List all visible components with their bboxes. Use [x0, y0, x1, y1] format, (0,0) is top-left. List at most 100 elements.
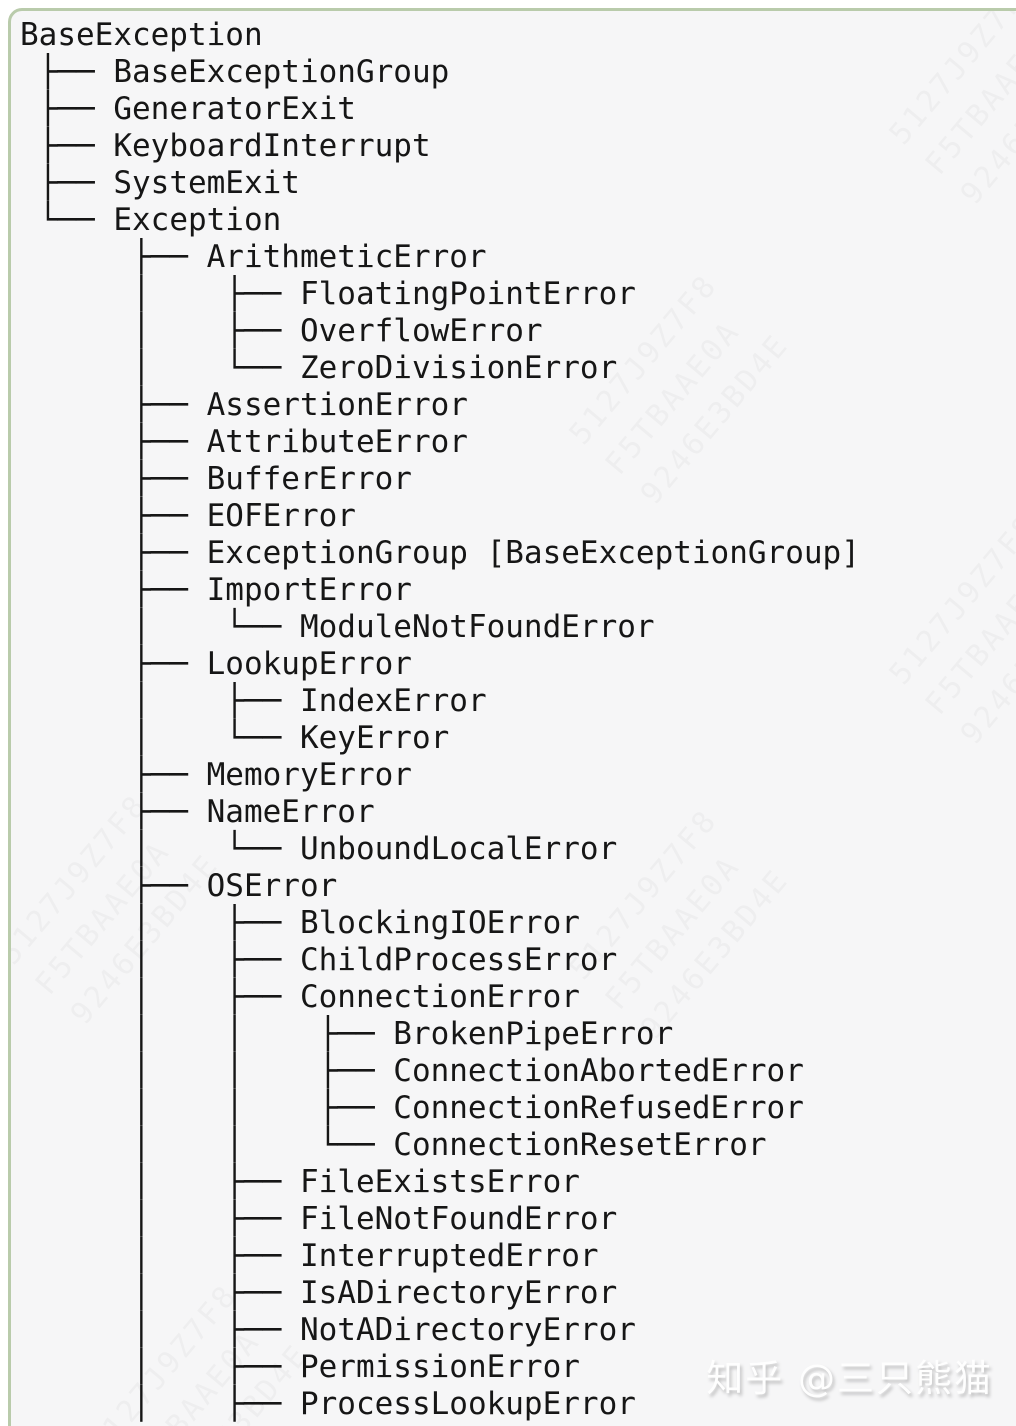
exception-name: ConnectionResetError: [393, 1127, 767, 1163]
tree-branch-prefix: ├──: [20, 424, 207, 460]
exception-name: BaseExceptionGroup: [113, 54, 450, 90]
tree-branch-prefix: │ ├──: [20, 942, 300, 978]
tree-branch-prefix: ├──: [20, 461, 207, 497]
tree-branch-prefix: │ │ ├──: [20, 1053, 394, 1089]
tree-row: ├── NameError: [20, 794, 1016, 831]
tree-branch-prefix: ├──: [20, 535, 207, 571]
exception-name: AssertionError: [206, 387, 468, 423]
tree-row: ├── ExceptionGroup [BaseExceptionGroup]: [20, 535, 1016, 572]
tree-row: ├── LookupError: [20, 646, 1016, 683]
tree-branch-prefix: │ ├──: [20, 1164, 300, 1200]
exception-name: FloatingPointError: [299, 276, 636, 312]
tree-branch-prefix: │ ├──: [20, 1349, 300, 1385]
tree-row: │ ├── IndexError: [20, 683, 1016, 720]
exception-name: InterruptedError: [299, 1238, 599, 1274]
exception-name: ExceptionGroup [BaseExceptionGroup]: [206, 535, 860, 571]
exception-name: AttributeError: [206, 424, 468, 460]
exception-name: ConnectionError: [299, 979, 580, 1015]
tree-branch-prefix: ├──: [20, 572, 207, 608]
exception-name: BufferError: [206, 461, 412, 497]
exception-name: ProcessLookupError: [299, 1386, 636, 1422]
tree-branch-prefix: │ │ └──: [20, 1127, 394, 1163]
tree-branch-prefix: │ │ ├──: [20, 1016, 394, 1052]
tree-branch-prefix: │ └──: [20, 720, 300, 756]
tree-branch-prefix: ├──: [20, 128, 114, 164]
exception-name: MemoryError: [206, 757, 412, 793]
tree-row: │ ├── NotADirectoryError: [20, 1312, 1016, 1349]
tree-row: BaseException: [20, 17, 1016, 54]
tree-branch-prefix: ├──: [20, 387, 207, 423]
tree-row: │ └── ModuleNotFoundError: [20, 609, 1016, 646]
tree-branch-prefix: │ └──: [20, 831, 300, 867]
tree-row: │ ├── FloatingPointError: [20, 276, 1016, 313]
tree-row: │ └── UnboundLocalError: [20, 831, 1016, 868]
tree-branch-prefix: │ ├──: [20, 1201, 300, 1237]
tree-row: │ ├── InterruptedError: [20, 1238, 1016, 1275]
tree-row: │ ├── IsADirectoryError: [20, 1275, 1016, 1312]
tree-row: │ │ └── ConnectionResetError: [20, 1127, 1016, 1164]
exception-name: OSError: [206, 868, 338, 904]
exception-name: ModuleNotFoundError: [299, 609, 655, 645]
exception-name: BlockingIOError: [299, 905, 580, 941]
tree-row: │ ├── BlockingIOError: [20, 905, 1016, 942]
exception-name: ZeroDivisionError: [299, 350, 618, 386]
exception-name: EOFError: [206, 498, 356, 534]
tree-branch-prefix: │ └──: [20, 350, 300, 386]
exception-name: UnboundLocalError: [299, 831, 618, 867]
tree-branch-prefix: │ ├──: [20, 905, 300, 941]
tree-branch-prefix: ├──: [20, 498, 207, 534]
exception-name: NotADirectoryError: [299, 1312, 636, 1348]
tree-branch-prefix: │ ├──: [20, 1312, 300, 1348]
exception-name: ConnectionAbortedError: [393, 1053, 804, 1089]
tree-branch-prefix: ├──: [20, 794, 207, 830]
tree-row: ├── SystemExit: [20, 165, 1016, 202]
exception-name: ConnectionRefusedError: [393, 1090, 804, 1126]
tree-row: ├── KeyboardInterrupt: [20, 128, 1016, 165]
tree-row: │ │ ├── ConnectionRefusedError: [20, 1090, 1016, 1127]
exception-name: FileNotFoundError: [299, 1201, 618, 1237]
tree-branch-prefix: │ └──: [20, 609, 300, 645]
tree-row: ├── OSError: [20, 868, 1016, 905]
tree-row: │ ├── ChildProcessError: [20, 942, 1016, 979]
tree-branch-prefix: ├──: [20, 239, 207, 275]
exception-name: FileExistsError: [299, 1164, 580, 1200]
tree-branch-prefix: │ ├──: [20, 979, 300, 1015]
tree-branch-prefix: ├──: [20, 91, 114, 127]
exception-name: ArithmeticError: [206, 239, 487, 275]
tree-row: └── Exception: [20, 202, 1016, 239]
tree-branch-prefix: │ ├──: [20, 1275, 300, 1311]
tree-row: │ │ ├── BrokenPipeError: [20, 1016, 1016, 1053]
tree-branch-prefix: │ │ ├──: [20, 1090, 394, 1126]
tree-branch-prefix: ├──: [20, 646, 207, 682]
tree-row: │ │ ├── ConnectionAbortedError: [20, 1053, 1016, 1090]
tree-branch-prefix: │ ├──: [20, 313, 300, 349]
exception-name: NameError: [206, 794, 375, 830]
tree-row: │ ├── ConnectionError: [20, 979, 1016, 1016]
tree-row: │ ├── FileNotFoundError: [20, 1201, 1016, 1238]
tree-row: │ ├── PermissionError: [20, 1349, 1016, 1386]
tree-row: ├── BaseExceptionGroup: [20, 54, 1016, 91]
tree-branch-prefix: ├──: [20, 54, 114, 90]
exception-name: Exception: [113, 202, 282, 238]
exception-name: KeyboardInterrupt: [113, 128, 431, 164]
exception-name: BaseException: [20, 17, 263, 53]
tree-branch-prefix: │ ├──: [20, 683, 300, 719]
tree-row: │ ├── FileExistsError: [20, 1164, 1016, 1201]
exception-name: KeyError: [299, 720, 450, 756]
tree-row: ├── ImportError: [20, 572, 1016, 609]
exception-name: GeneratorExit: [113, 91, 356, 127]
tree-branch-prefix: │ ├──: [20, 1386, 300, 1422]
tree-branch-prefix: ├──: [20, 868, 207, 904]
exception-name: ImportError: [206, 572, 412, 608]
tree-row: │ └── KeyError: [20, 720, 1016, 757]
exception-name: IsADirectoryError: [299, 1275, 618, 1311]
exception-name: ChildProcessError: [299, 942, 618, 978]
tree-row: ├── AttributeError: [20, 424, 1016, 461]
tree-row: ├── AssertionError: [20, 387, 1016, 424]
tree-branch-prefix: ├──: [20, 165, 114, 201]
exception-name: LookupError: [206, 646, 412, 682]
tree-row: ├── BufferError: [20, 461, 1016, 498]
tree-branch-prefix: └──: [20, 202, 114, 238]
